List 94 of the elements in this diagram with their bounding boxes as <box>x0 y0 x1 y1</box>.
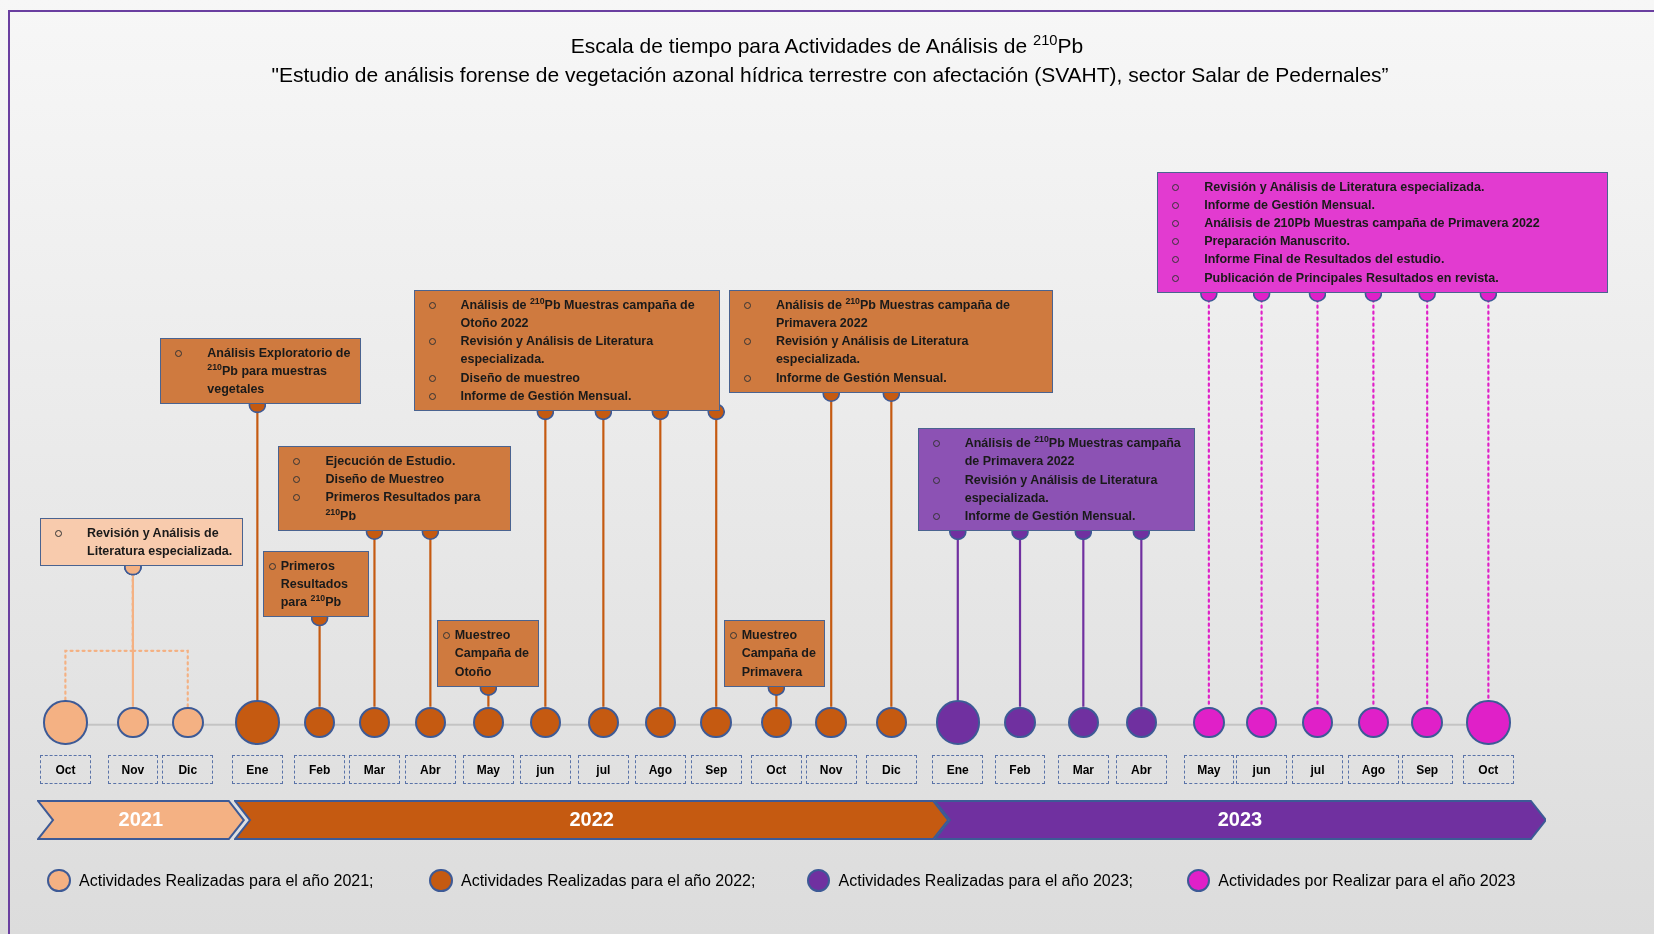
timeline-dot <box>303 706 336 739</box>
activity-box <box>1157 171 1608 293</box>
subtitle: "Estudio de análisis forense de vegetación azonal hídrica terrestre con afectación (SVAHT), sector Salar de Pedernales” <box>270 63 1390 88</box>
bullet-text: Informe Final de Resultados del estudio. <box>1204 252 1445 267</box>
month-label: Nov <box>805 755 857 784</box>
bullet-text: Análisis de $^{210}$Pb Muestras campaña de Otoño 2022 <box>460 298 695 331</box>
bullet-text: Revisión y Análisis de Literatura especializada. <box>87 525 233 559</box>
timeline-dot <box>875 706 908 739</box>
month-label: Abr <box>405 755 456 784</box>
connector-line <box>707 403 726 707</box>
timeline-dot <box>644 706 677 739</box>
bullet-text: Preparación Manuscrito. <box>1204 234 1351 249</box>
year-arrow-band: 2022 <box>234 799 950 840</box>
bullet-text: Muestreo Campaña de Primavera <box>741 628 816 679</box>
legend-text: Actividades por Realizar para el año 2023 <box>1218 871 1516 892</box>
month-label: May <box>1183 755 1235 784</box>
legend-text: Actividades Realizadas para el año 2021; <box>79 871 374 892</box>
bullet-text: Análisis de $^{210}$Pb Muestras campaña de Primavera 2022 <box>964 436 1181 469</box>
bullet-text: Revisión y Análisis de Literatura especializada. <box>775 334 969 367</box>
month-label: Dic <box>866 755 917 784</box>
timeline-dot <box>1466 700 1511 745</box>
activity-box <box>40 517 243 567</box>
year-arrow-band: 2023 <box>933 799 1547 840</box>
activity-box <box>413 290 721 411</box>
timeline-dot <box>760 706 793 739</box>
month-label: Nov <box>107 755 159 784</box>
activity-box <box>917 428 1196 531</box>
month-label: jul <box>578 755 629 784</box>
bullet-text: Informe de Gestión Mensual. <box>460 388 632 403</box>
activity-box <box>278 446 511 531</box>
activity-box <box>160 337 361 404</box>
bullet-text: Primeros Resultados para $^{210}$Pb <box>280 558 349 609</box>
month-label: Dic <box>162 755 214 784</box>
bullet-text: Análisis de $^{210}$Pb Muestras campaña de Primavera 2022 <box>775 298 1011 331</box>
bullet-text: Publicación de Principales Resultados en revista. <box>1204 270 1499 285</box>
timeline-dot <box>1193 706 1225 739</box>
activity-box <box>723 620 825 687</box>
activity-box <box>728 290 1053 393</box>
month-label: jun <box>520 755 571 784</box>
activity-box <box>262 550 370 617</box>
timeline-dot <box>358 706 391 739</box>
bullet-text: Revisión y Análisis de Literatura especializada. <box>964 472 1158 505</box>
month-label: Feb <box>994 755 1046 784</box>
month-label: Mar <box>1058 755 1109 784</box>
activity-box <box>436 620 539 687</box>
month-label: Sep <box>690 755 742 784</box>
month-label: Ene <box>232 755 283 784</box>
legend-text: Actividades Realizadas para el año 2022; <box>460 871 756 892</box>
month-label: Ago <box>635 755 686 784</box>
timeline-dot <box>1004 706 1036 739</box>
month-label: Oct <box>751 755 802 784</box>
bullet-text: Revisión y Análisis de Literatura especializada. <box>460 334 654 367</box>
bullet-text: Análisis Exploratorio de $^{210}$Pb para muestras vegetales <box>207 345 351 396</box>
bullet-text: Informe de Gestión Mensual. <box>1204 198 1376 213</box>
timeline-dot <box>472 706 505 739</box>
timeline-dot <box>935 700 980 745</box>
timeline-dot <box>815 706 848 739</box>
title: Escala de tiempo para Actividades de Análisis de $^{210}$Pb <box>569 33 1085 58</box>
month-label: jul <box>1292 755 1343 784</box>
month-label: Ago <box>1348 755 1399 784</box>
timeline-dot <box>1125 706 1158 739</box>
month-label: Mar <box>349 755 400 784</box>
timeline-dot <box>1245 706 1278 739</box>
timeline-dot <box>1411 706 1443 739</box>
month-label: Sep <box>1401 755 1453 784</box>
legend-text: Actividades Realizadas para el año 2023; <box>838 871 1133 892</box>
timeline-dot <box>587 706 620 739</box>
bullet-text: Diseño de Muestreo <box>325 472 445 487</box>
bullet-text: Diseño de muestreo <box>460 370 580 385</box>
month-label: Abr <box>1116 755 1167 784</box>
month-label: Oct <box>40 755 91 784</box>
timeline-dot <box>1357 706 1390 739</box>
bullet-text: Informe de Gestión Mensual. <box>964 508 1136 523</box>
month-label: May <box>463 755 514 784</box>
bullet-text: Muestreo Campaña de Otoño <box>454 628 530 679</box>
bullet-text: Ejecución de Estudio. <box>325 454 456 469</box>
bullet-text: Análisis de 210Pb Muestras campaña de Primavera 2022 <box>1204 216 1540 231</box>
bullet-text: Primeros Resultados para $^{210}$Pb <box>325 490 481 523</box>
month-label: Oct <box>1463 755 1514 784</box>
timeline-dot <box>235 700 280 745</box>
timeline-dot <box>43 700 88 745</box>
timeline-dot <box>529 706 562 739</box>
timeline-dot <box>1067 706 1100 739</box>
timeline-dot <box>1301 706 1334 739</box>
timeline-dot <box>117 706 149 739</box>
timeline-dot <box>700 706 733 739</box>
month-label: jun <box>1236 755 1287 784</box>
bullet-text: Revisión y Análisis de Literatura especializada. <box>1204 179 1485 194</box>
timeline-dot <box>171 706 204 739</box>
month-label: Feb <box>294 755 345 784</box>
bullet-text: Informe de Gestión Mensual. <box>775 370 947 385</box>
year-arrow-band: 2021 <box>36 799 245 840</box>
timeline-dot <box>414 706 447 739</box>
month-label: Ene <box>932 755 984 784</box>
